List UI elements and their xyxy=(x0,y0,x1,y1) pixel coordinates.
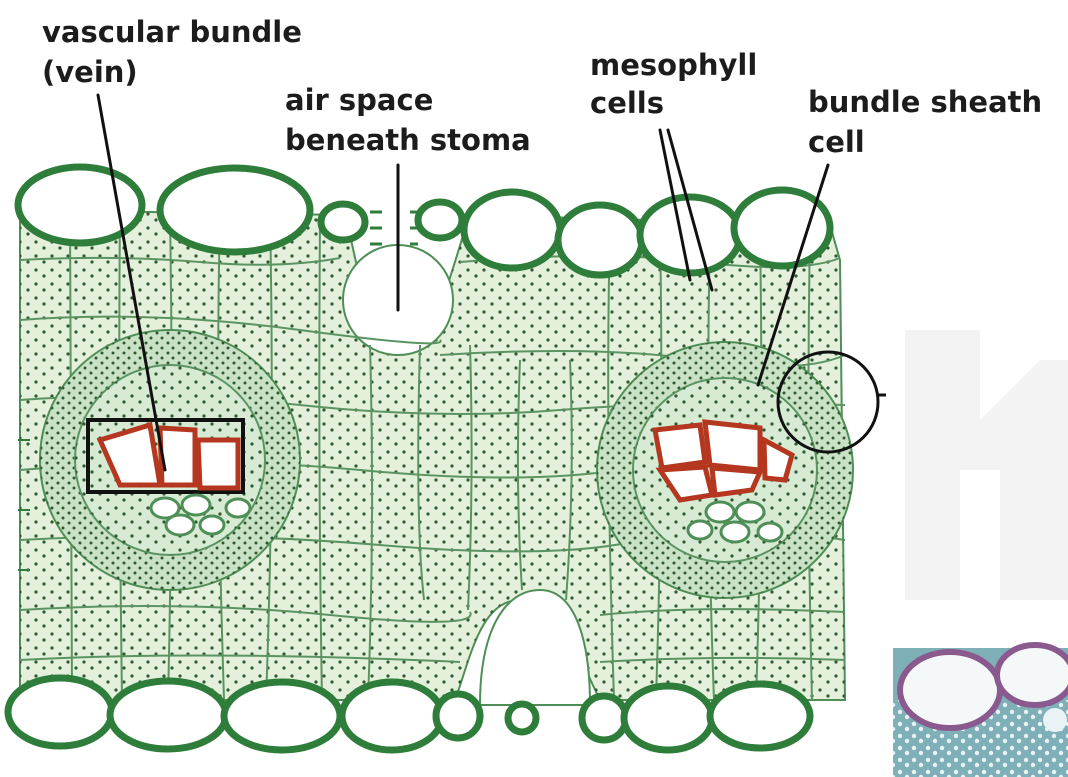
labels: vascular bundle (vein) air space beneath… xyxy=(42,15,1042,159)
corner-photo-fragment xyxy=(893,645,1068,777)
bundle-sheath-label-line2: cell xyxy=(808,125,865,159)
air-space-label-line1: air space xyxy=(285,83,433,117)
vascular-bundle-label-line2: (vein) xyxy=(42,55,138,89)
bundle-sheath-label-line1: bundle sheath xyxy=(808,85,1042,119)
air-space-label-line2: beneath stoma xyxy=(285,123,531,157)
mesophyll-label-line1: mesophyll xyxy=(590,48,757,82)
vascular-bundle-left xyxy=(40,330,300,590)
mesophyll-label-line2: cells xyxy=(590,86,664,120)
background-watermark-shape xyxy=(905,330,1068,600)
lower-epidermis xyxy=(8,678,810,750)
vascular-bundle-label-line1: vascular bundle xyxy=(42,15,302,49)
